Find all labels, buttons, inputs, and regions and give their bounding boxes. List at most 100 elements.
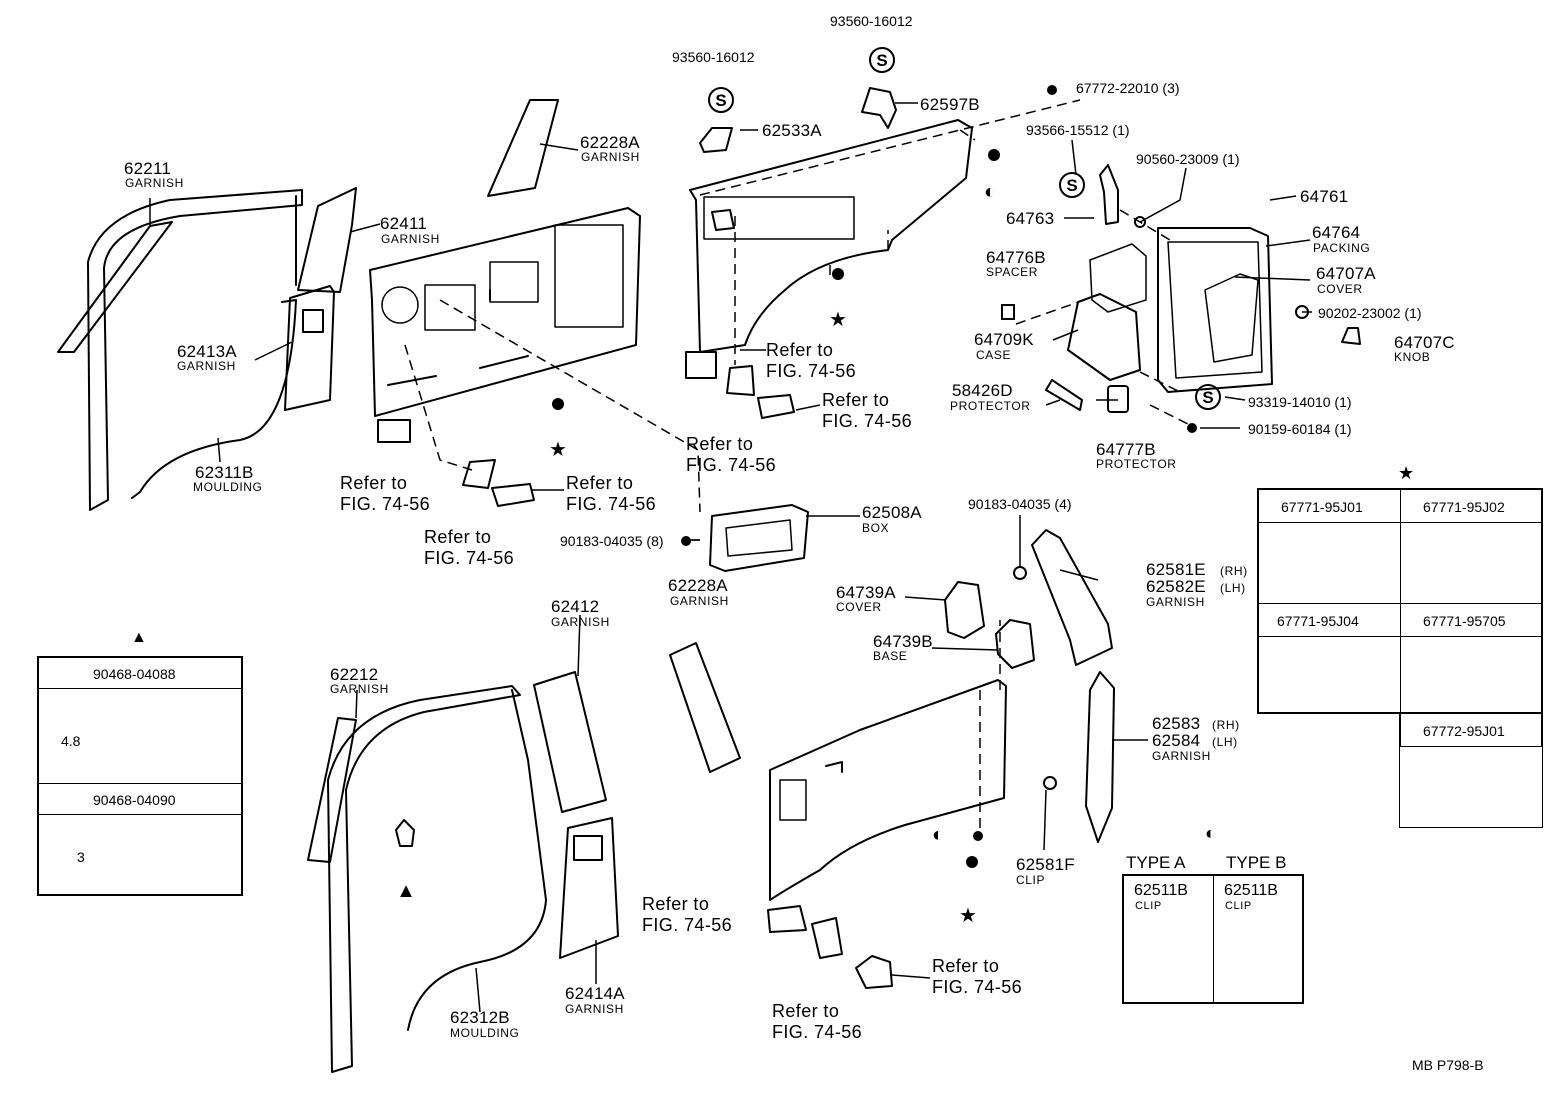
label-58426d-name: PROTECTOR	[950, 399, 1031, 413]
label-64739a: 64739A	[836, 583, 896, 602]
label-62412-name: GARNISH	[551, 615, 610, 629]
screw-lower	[973, 831, 983, 841]
label-90560: 90560-23009 (1)	[1136, 151, 1240, 167]
half-marker-a: ◐	[984, 181, 996, 203]
svg-text:S: S	[715, 91, 726, 110]
type-b-cell: 62511B CLIP	[1213, 875, 1303, 1003]
label-62413a-name: GARNISH	[177, 359, 236, 373]
triangle-row-1-header: 90468-04088	[38, 657, 242, 689]
screw-upper	[988, 149, 1000, 161]
label-62582e: 62582E	[1146, 577, 1206, 596]
star-table-extra: 67772-95J01	[1399, 712, 1543, 828]
push-clip-a	[552, 398, 564, 410]
type-a-cell: 62511B CLIP	[1123, 875, 1214, 1003]
label-64763: 64763	[1006, 209, 1055, 228]
label-62411: 62411	[380, 214, 428, 233]
type-table-symbol: ◐	[1205, 823, 1216, 843]
fastener-90202	[1295, 305, 1309, 319]
fastener-90183-4	[1013, 566, 1027, 580]
part-refer-bracket-a	[462, 459, 496, 489]
triangle-row-2-body: 3	[38, 814, 242, 895]
s-marker-93319	[1195, 384, 1221, 410]
label-62311b-name: MOULDING	[193, 480, 263, 494]
label-64739b: 64739B	[873, 632, 933, 651]
fastener-90560	[1134, 216, 1146, 228]
label-62413a: 62413A	[177, 342, 237, 361]
part-62581f-clip	[1043, 776, 1057, 790]
part-refer-cover-c	[767, 905, 807, 933]
part-62414a-garnish	[559, 817, 619, 959]
star-cell-2-header: 67771-95J02	[1400, 489, 1542, 523]
label-62312b-name: MOULDING	[450, 1026, 520, 1040]
part-62411-garnish	[297, 187, 357, 293]
label-64709k: 64709K	[974, 330, 1034, 349]
label-62582e-name: GARNISH	[1146, 595, 1205, 609]
part-64761-door	[1157, 227, 1273, 393]
label-62212-name: GARNISH	[330, 682, 389, 696]
label-62582e-side: (LH)	[1220, 581, 1246, 595]
star-cell-3-header: 67771-95J04	[1258, 603, 1401, 637]
label-62411-name: GARNISH	[381, 232, 440, 246]
label-62584: 62584	[1152, 731, 1201, 750]
label-64739a-name: COVER	[836, 600, 882, 614]
svg-text:S: S	[1066, 176, 1077, 195]
star-cell-1-header: 67771-95J01	[1258, 489, 1401, 523]
tri-marker: ▲	[396, 880, 416, 902]
label-62414a-name: GARNISH	[565, 1002, 624, 1016]
part-58426d-protector	[1045, 379, 1083, 411]
part-62228a-garnish-bottom	[669, 642, 741, 773]
label-62583: 62583	[1152, 714, 1201, 733]
s-marker-93560-a	[708, 87, 734, 113]
label-62508a-name: BOX	[862, 521, 890, 535]
label-62508a: 62508A	[862, 503, 922, 522]
label-62581e-side: (RH)	[1220, 564, 1248, 578]
label-64707c: 64707C	[1394, 333, 1455, 352]
part-refer-bracket-b	[726, 365, 755, 396]
label-93319: 93319-14010 (1)	[1248, 394, 1352, 410]
s-marker-93560-b	[869, 47, 895, 73]
svg-text:S: S	[876, 51, 887, 70]
part-64739a-cover	[944, 581, 985, 639]
label-62211: 62211	[124, 159, 172, 178]
label-64707a: 64707A	[1316, 264, 1376, 283]
label-62312b: 62312B	[450, 1008, 510, 1027]
part-64777b-protector	[1107, 385, 1129, 413]
label-58426d: 58426D	[952, 381, 1013, 400]
part-64739b-base	[995, 619, 1035, 669]
svg-text:S: S	[1202, 388, 1213, 407]
label-64776b: 64776B	[986, 248, 1046, 267]
label-64764-name: PACKING	[1313, 241, 1371, 255]
part-refer-clip-b	[685, 351, 717, 379]
star-marker-c: ★	[959, 905, 977, 927]
triangle-row-2-header: 90468-04090	[38, 783, 242, 815]
part-62413a-garnish	[284, 285, 335, 411]
label-62228a-top: 62228A	[580, 133, 640, 152]
label-62211-name: GARNISH	[125, 176, 184, 190]
half-marker-b: ◐	[932, 824, 944, 846]
part-64764-packing	[1167, 241, 1263, 379]
part-62412-garnish	[533, 671, 607, 813]
label-62581f-name: CLIP	[1016, 873, 1046, 887]
part-62228a-garnish-top	[487, 99, 559, 197]
part-62508a-box	[709, 504, 809, 572]
part-62581e-garnish	[1031, 529, 1113, 666]
label-64739b-name: BASE	[873, 649, 908, 663]
footer-code: MB P798-B	[1412, 1057, 1484, 1073]
fastener-67772	[1047, 85, 1057, 95]
part-62597b-bracket	[861, 87, 897, 129]
part-62312b-moulding	[327, 685, 521, 1073]
part-upper-quarter-panel	[689, 119, 973, 353]
label-67772-22010: 67772-22010 (3)	[1076, 80, 1180, 96]
label-90183-4: 90183-04035 (4)	[968, 496, 1072, 512]
label-64776b-name: SPACER	[986, 265, 1039, 279]
label-62212: 62212	[330, 665, 379, 684]
part-small-clip	[395, 819, 415, 847]
label-62311b: 62311B	[195, 463, 254, 482]
part-62533a-clip	[699, 127, 733, 153]
type-b-label: TYPE B	[1226, 853, 1287, 872]
